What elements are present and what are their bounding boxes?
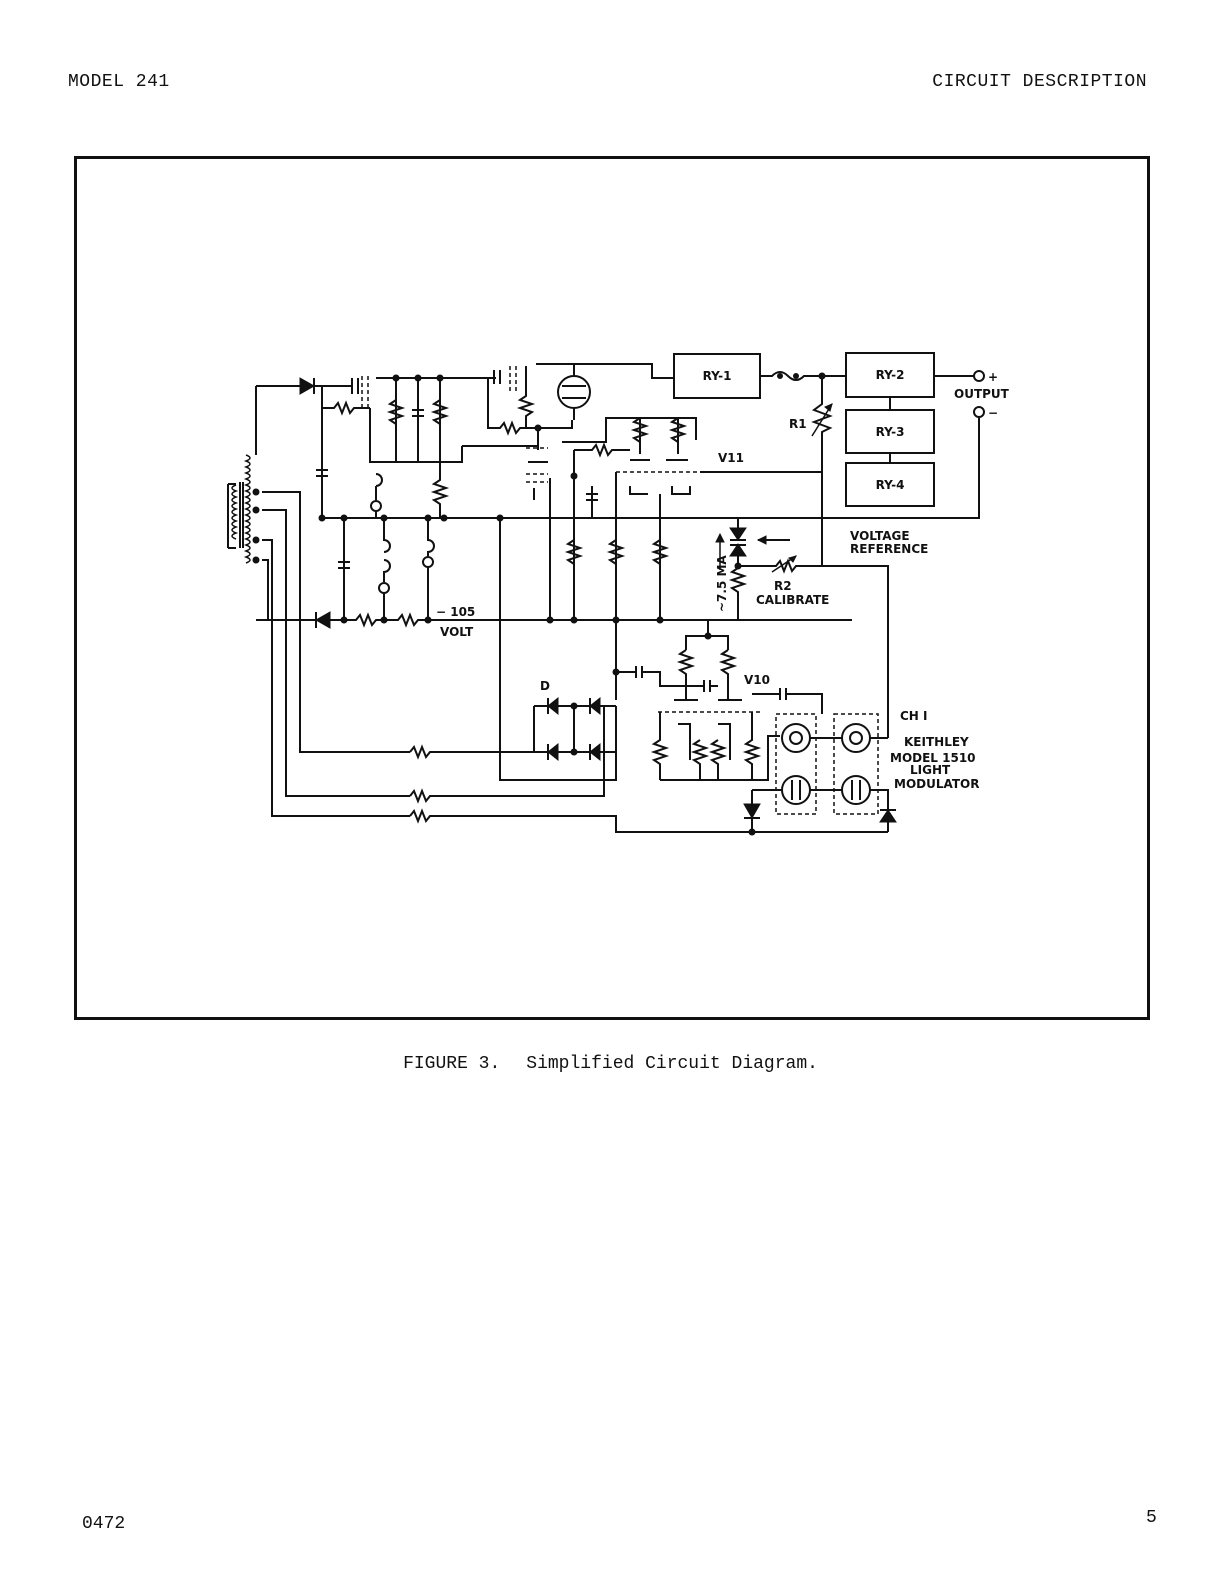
- relay-ry4-label: RY-4: [876, 478, 905, 492]
- current-label: ~7.5 MA: [715, 555, 729, 612]
- header-section-title: CIRCUIT DESCRIPTION: [932, 72, 1147, 92]
- figure-frame: RY-1 RY-2 RY-3 RY-4 + OUTPUT − R1: [74, 156, 1150, 1020]
- header-model: MODEL 241: [68, 72, 170, 92]
- page-number: 5: [1146, 1508, 1157, 1528]
- r1-label: R1: [789, 417, 807, 431]
- reference-label: REFERENCE: [850, 542, 928, 556]
- ch1-label: CH I: [900, 709, 928, 723]
- output-minus-terminal: [974, 407, 984, 417]
- output-label: OUTPUT: [954, 387, 1010, 401]
- modulator-label: MODULATOR: [894, 777, 979, 791]
- v10-label: V10: [744, 673, 770, 687]
- bridge-d-label: D: [540, 679, 550, 693]
- keithley-label: KEITHLEY: [904, 735, 969, 749]
- volt-label: VOLT: [440, 625, 474, 639]
- output-plus-terminal: [974, 371, 984, 381]
- calibrate-label: CALIBRATE: [756, 593, 829, 607]
- output-minus-sign: −: [988, 406, 998, 420]
- relay-ry1-label: RY-1: [703, 369, 732, 383]
- footer-doc-code: 0472: [82, 1514, 125, 1534]
- modulator-box-left: [776, 714, 816, 814]
- circuit-diagram: RY-1 RY-2 RY-3 RY-4 + OUTPUT − R1: [77, 159, 1147, 1017]
- r2-label: R2: [774, 579, 792, 593]
- figure-number: FIGURE 3.: [403, 1054, 500, 1074]
- tube-v-top: [558, 376, 590, 408]
- relay-ry2-label: RY-2: [876, 368, 905, 382]
- light-label: LIGHT: [910, 763, 951, 777]
- figure-caption: FIGURE 3. Simplified Circuit Diagram.: [0, 1054, 1221, 1074]
- output-plus-sign: +: [988, 370, 998, 384]
- minus-105-label: − 105: [436, 605, 475, 619]
- modulator-box-right: [834, 714, 878, 814]
- figure-title: Simplified Circuit Diagram.: [526, 1054, 818, 1074]
- relay-ry3-label: RY-3: [876, 425, 905, 439]
- v11-label: V11: [718, 451, 744, 465]
- voltage-label: VOLTAGE: [850, 529, 910, 543]
